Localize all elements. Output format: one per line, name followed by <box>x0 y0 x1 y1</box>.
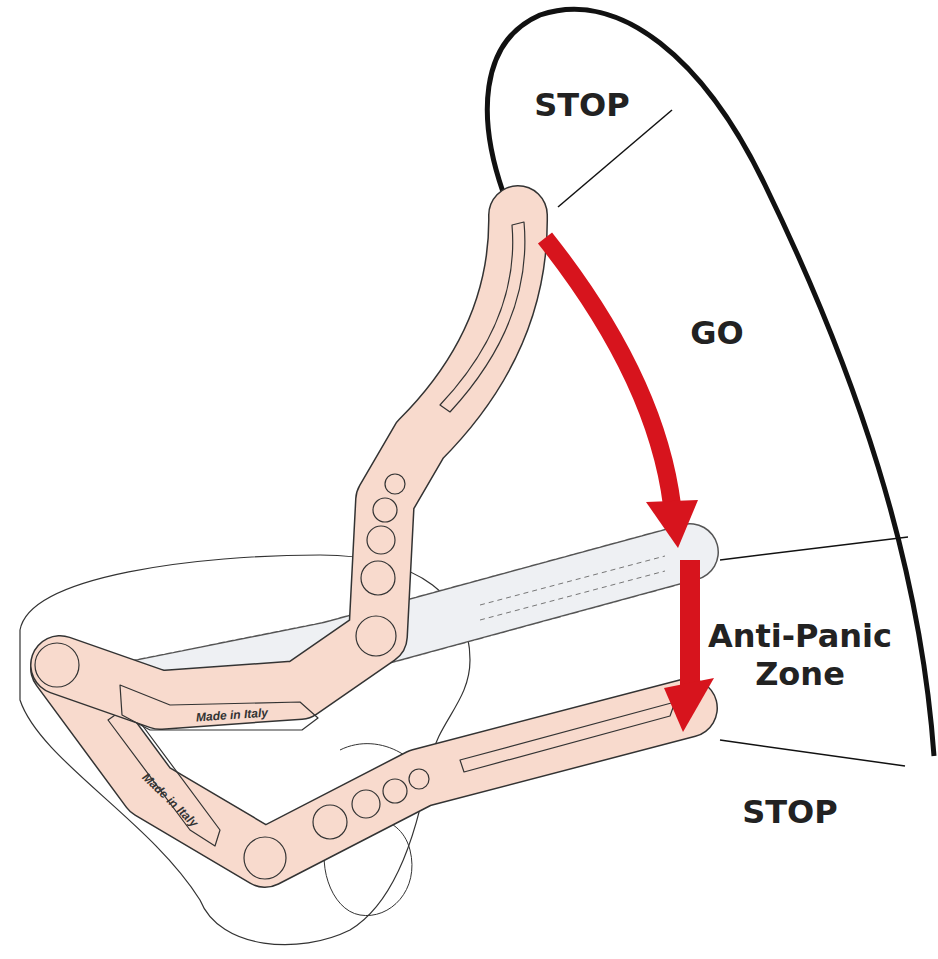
range-arc <box>487 9 934 756</box>
hole <box>383 779 407 803</box>
label-plate <box>120 685 318 730</box>
motion-arrow <box>680 560 700 690</box>
ghost-slot <box>480 556 665 605</box>
divider-line <box>720 537 908 560</box>
ghost-slot <box>480 571 665 620</box>
pivot-hole <box>244 837 286 879</box>
handle-slot <box>440 222 525 412</box>
pivot-hole <box>35 643 79 687</box>
handle-slot <box>460 702 675 772</box>
motion-arrow <box>545 238 672 505</box>
arrow-head <box>646 500 698 548</box>
zone-label: GO <box>690 314 743 352</box>
hole <box>409 769 429 789</box>
hole <box>352 790 380 818</box>
hole <box>313 805 347 839</box>
zone-label: STOP <box>534 86 630 124</box>
hole <box>385 474 405 494</box>
divider-line <box>558 110 672 207</box>
zone-label: Anti-Panic Zone <box>690 617 910 694</box>
zone-label: STOP <box>742 793 838 831</box>
arrow-head <box>664 678 714 732</box>
divider-line <box>720 740 905 766</box>
pivot-hole <box>356 616 396 656</box>
hole <box>367 526 395 554</box>
upper-handle <box>60 215 518 700</box>
hole <box>361 561 395 595</box>
hole <box>373 498 397 522</box>
upper-handle-outline <box>60 215 518 700</box>
